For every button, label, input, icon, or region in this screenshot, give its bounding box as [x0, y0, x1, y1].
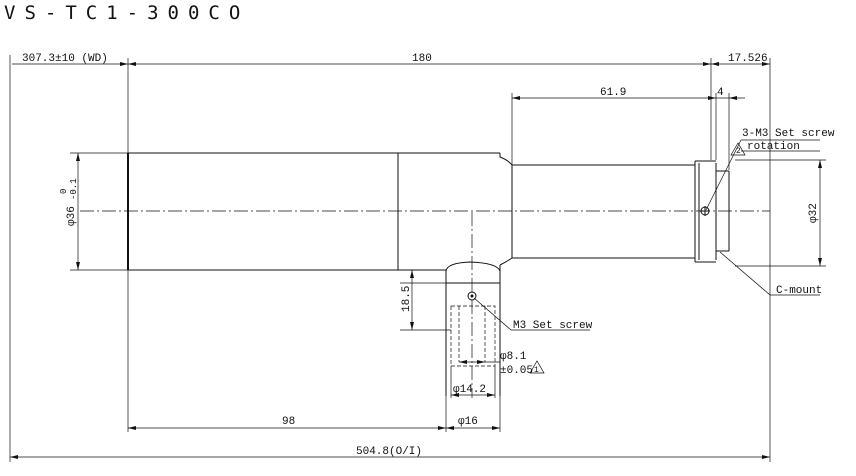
dim-phi8-1: φ8.1 [500, 351, 527, 363]
tol-36-bottom: -0.1 [69, 178, 79, 200]
wd-label: 307.3±10 (WD) [22, 53, 108, 65]
extension-lines [9, 55, 826, 462]
dim-phi36: φ36 [66, 206, 78, 226]
dimension-lines [10, 62, 822, 459]
dim-61-9: 61.9 [600, 87, 626, 99]
dim-phi16: φ16 [458, 416, 478, 428]
dim-phi14-2: φ14.2 [453, 384, 486, 396]
dim-total: 504.8(O/I) [356, 446, 422, 458]
rotation-callout: rotation [747, 141, 800, 153]
dim-4: 4 [717, 87, 724, 99]
dim-flange: 17.526 [728, 53, 768, 65]
tri-2-label: 2 [736, 147, 741, 156]
dim-phi32: φ32 [808, 203, 820, 223]
side-port [398, 261, 501, 396]
lens-body [127, 152, 730, 271]
note-2-triangle-icon [730, 142, 746, 156]
tol-8-1: ±0.05 [500, 365, 533, 377]
set-screw-callout: 3-M3 Set screw [742, 128, 835, 140]
dim-98: 98 [282, 416, 295, 428]
note-1-triangle-icon [529, 360, 545, 374]
cmount-callout: C-mount [776, 285, 822, 297]
tri-1-label: 1 [534, 366, 539, 375]
dim-180: 180 [412, 53, 432, 65]
leader-lines [473, 139, 820, 374]
m3-screw-callout: M3 Set screw [513, 320, 593, 332]
tol-36-top: 0 [59, 189, 69, 194]
drawing-title: VS-TC1-300CO [4, 2, 250, 24]
dim-18-5: 18.5 [401, 286, 413, 312]
